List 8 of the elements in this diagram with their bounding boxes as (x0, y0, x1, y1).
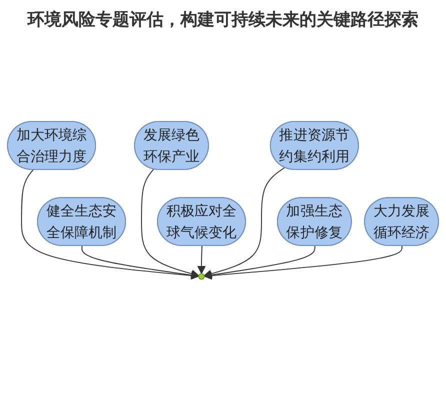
arrow (81, 245, 200, 279)
arrow (197, 245, 206, 274)
arrow (204, 245, 402, 280)
node-circle (198, 272, 205, 280)
arrow (141, 168, 200, 278)
arrow (204, 166, 286, 278)
arrow (21, 169, 200, 280)
title: 环境风险专题评估，构建可持续未来的关键路径探索 (26, 9, 420, 31)
